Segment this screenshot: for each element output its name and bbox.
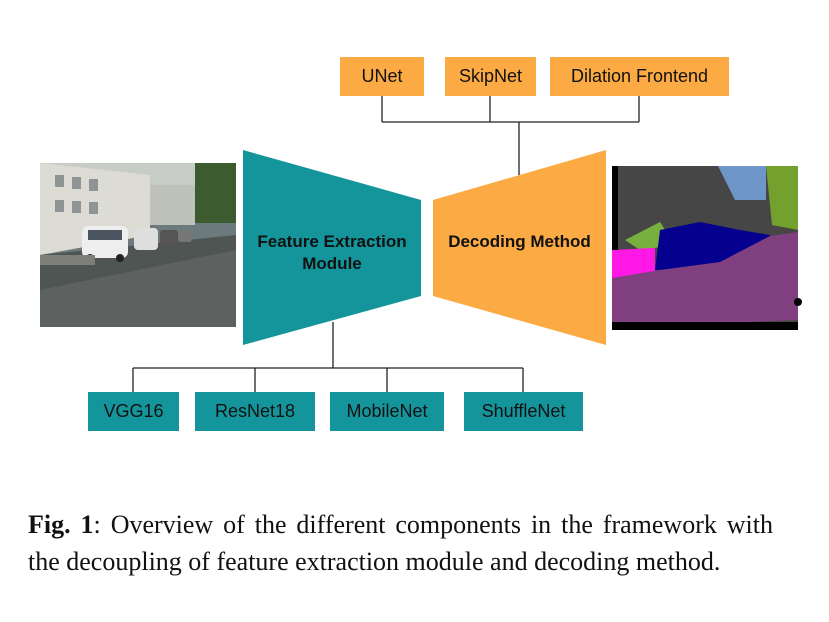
decoding-trapezoid [433, 150, 606, 345]
feature-extraction-label: Feature Extraction Module [243, 231, 421, 275]
output-segmentation-image [612, 166, 802, 330]
figure-caption-text: : Overview of the different components i… [28, 510, 774, 576]
decoding-method-text: Decoding Method [448, 232, 591, 251]
feature-extraction-trapezoid [243, 150, 421, 345]
decoder-box-skipnet: SkipNet [445, 57, 536, 96]
decoder-box-dilation-frontend: Dilation Frontend [550, 57, 729, 96]
encoder-box-shufflenet: ShuffleNet [464, 392, 583, 431]
encoder-box-mobilenet: MobileNet [330, 392, 444, 431]
input-street-image [40, 163, 236, 327]
figure-label: Fig. 1 [28, 510, 94, 539]
encoder-connectors [132, 322, 524, 392]
encoder-box-vgg16: VGG16 [88, 392, 179, 431]
decoding-method-label: Decoding Method [433, 231, 606, 253]
figure-caption: Fig. 1: Overview of the different compon… [28, 506, 773, 580]
decoder-connectors [381, 96, 640, 175]
decoder-box-unet: UNet [340, 57, 424, 96]
feature-extraction-text: Feature Extraction Module [257, 232, 407, 273]
encoder-box-resnet18: ResNet18 [195, 392, 315, 431]
